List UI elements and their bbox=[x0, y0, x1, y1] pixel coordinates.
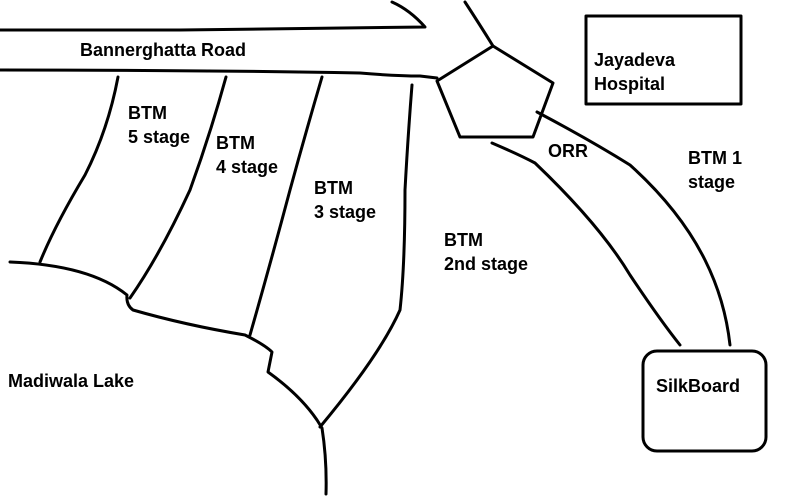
jayadeva-hospital-label: Jayadeva Hospital bbox=[594, 48, 675, 96]
madiwala-lake-label: Madiwala Lake bbox=[8, 371, 135, 391]
orr-outer-edge bbox=[535, 110, 732, 347]
btm-3-stage-line2: 3 stage bbox=[314, 202, 377, 222]
madiwala-lake-shore bbox=[8, 260, 328, 496]
silkboard-box bbox=[641, 349, 768, 453]
orr-inner-edge bbox=[490, 141, 682, 347]
road-to-junction bbox=[463, 0, 495, 48]
btm-1-stage-line1: BTM 1 bbox=[688, 148, 742, 168]
btm-5-stage-line1: BTM bbox=[128, 103, 167, 123]
btm-1-stage-label: BTM 1 stage bbox=[688, 146, 742, 194]
jayadeva-hospital-line2: Hospital bbox=[594, 74, 666, 94]
btm3-btm2-boundary bbox=[248, 75, 324, 337]
btm-5-stage-line2: 5 stage bbox=[128, 127, 191, 147]
orr-label: ORR bbox=[548, 141, 588, 161]
jayadeva-hospital-line1: Jayadeva bbox=[594, 50, 676, 70]
bannerghatta-road-top-edge bbox=[0, 0, 427, 32]
bannerghatta-road-label: Bannerghatta Road bbox=[80, 40, 247, 60]
btm-2nd-stage-line1: BTM bbox=[444, 230, 483, 250]
btm-2nd-stage-label: BTM 2nd stage bbox=[444, 228, 528, 276]
junction-pentagon bbox=[435, 44, 555, 139]
btm-1-stage-line2: stage bbox=[688, 172, 736, 192]
btm-4-stage-line2: 4 stage bbox=[216, 157, 279, 177]
btm-2nd-stage-line2: 2nd stage bbox=[444, 254, 529, 274]
jayadeva-hospital-box bbox=[584, 14, 743, 106]
btm2-east-boundary bbox=[318, 83, 414, 429]
btm-4-stage-label: BTM 4 stage bbox=[216, 131, 278, 179]
btm5-btm4-boundary bbox=[38, 75, 120, 264]
btm4-btm3-boundary bbox=[128, 75, 228, 300]
btm-3-stage-line1: BTM bbox=[314, 178, 353, 198]
bannerghatta-road-bottom-edge bbox=[0, 68, 439, 80]
btm-3-stage-label: BTM 3 stage bbox=[314, 176, 376, 224]
btm-5-stage-label: BTM 5 stage bbox=[128, 101, 190, 149]
btm-4-stage-line1: BTM bbox=[216, 133, 255, 153]
silkboard-label: SilkBoard bbox=[656, 376, 741, 396]
